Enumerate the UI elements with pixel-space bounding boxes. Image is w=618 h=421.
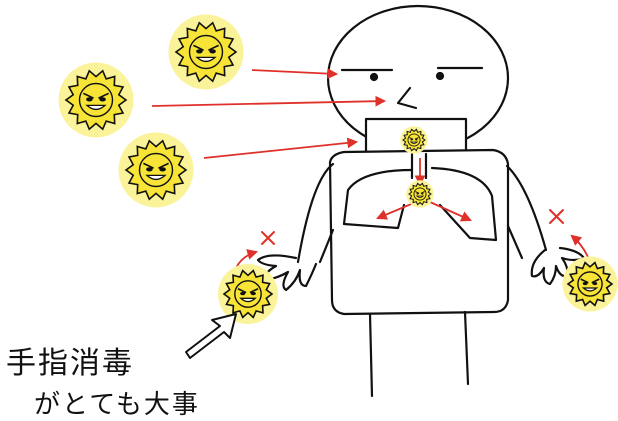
arrow-lungs-left [376,201,417,220]
angry-sun-virus-icon [562,256,618,312]
left-arm [296,162,335,264]
red-x-mark-icon [549,209,564,224]
arrow-to-eye [251,68,339,79]
outline-arrow-icon [185,313,237,359]
virus-group [58,14,618,324]
angry-sun-virus-icon [168,14,244,90]
left-leg [368,312,374,398]
red-x-mark-icon [261,231,275,245]
right-lung [430,166,498,242]
angry-sun-virus-icon [218,264,278,324]
torso [328,148,510,316]
nose [396,86,418,110]
trachea [410,152,428,180]
right-arm-inner [506,224,524,260]
caption-hand-sanitize: 手指消毒 [6,346,134,381]
angry-sun-virus-icon [118,132,194,208]
right-pupil [435,71,445,81]
right-arm [505,164,548,252]
angry-sun-virus-icon [58,62,134,138]
left-arm-inner [318,228,335,264]
arrow-lungs-right [429,201,472,222]
arrow-to-throat [203,137,359,159]
left-lung [342,168,414,230]
left-hand [256,254,318,292]
blocked-marks [261,209,564,245]
caption-very-important: がとても大事 [34,390,200,420]
person-figure [256,4,586,398]
angry-sun-virus-icon [406,180,434,208]
left-pupil [369,72,379,82]
arrow-to-nose [151,95,387,107]
angry-sun-virus-icon [400,126,428,154]
right-leg [463,310,470,386]
